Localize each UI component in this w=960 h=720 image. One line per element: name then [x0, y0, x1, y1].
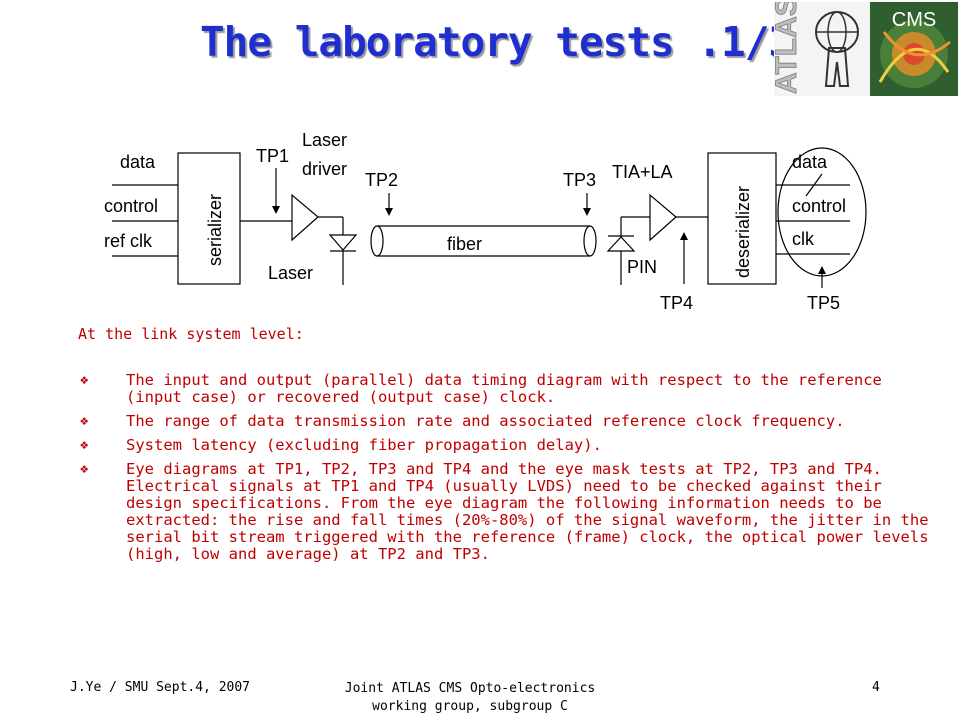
tp1-label: TP1 [256, 146, 289, 166]
output-label-control: control [792, 196, 846, 216]
atlas-logo: ATLAS [770, 0, 870, 96]
fiber-label: fiber [447, 234, 482, 254]
bullet-text: System latency (excluding fiber propagat… [126, 436, 602, 454]
input-label-control: control [104, 196, 158, 216]
list-item: ❖ The range of data transmission rate and… [78, 413, 938, 430]
footer-author-date: J.Ye / SMU Sept.4, 2007 [70, 680, 251, 695]
laser-label: Laser [268, 263, 313, 283]
fiber-cylinder [370, 225, 597, 257]
tp5-label: TP5 [807, 293, 840, 313]
footer-center-line1: Joint ATLAS CMS Opto-electronics [344, 681, 596, 696]
input-label-data: data [120, 152, 156, 172]
tp3-label: TP3 [563, 170, 596, 190]
serializer-box [177, 152, 241, 285]
list-item: ❖ System latency (excluding fiber propaga… [78, 437, 938, 454]
deserializer-label: deserializer [733, 186, 753, 278]
bullet-text: The range of data transmission rate and … [126, 412, 845, 430]
tia-la-label: TIA+LA [612, 162, 673, 182]
diamond-bullet-icon: ❖ [80, 461, 89, 477]
link-block-diagram: data control ref clk serializer TP1 Lase… [104, 130, 867, 313]
intro-text: At the link system level: [78, 325, 304, 343]
laser-driver-label-line1: Laser [302, 130, 347, 150]
footer-center-line2: working group, subgroup C [372, 699, 568, 714]
serializer-label: serializer [205, 194, 225, 266]
diamond-bullet-icon: ❖ [80, 372, 89, 388]
list-item: ❖ Eye diagrams at TP1, TP2, TP3 and TP4 a… [78, 461, 938, 563]
cms-logo-text: CMS [892, 9, 936, 31]
list-item: ❖ The input and output (parallel) data ti… [78, 372, 938, 406]
deserializer-box [707, 152, 777, 285]
laser-driver-amplifier [291, 193, 319, 242]
atlas-logo-text: ATLAS [774, 2, 803, 94]
tp4-label: TP4 [660, 293, 693, 313]
diamond-bullet-icon: ❖ [80, 437, 89, 453]
output-label-clk: clk [792, 229, 815, 249]
output-label-data: data [792, 152, 828, 172]
input-label-ref-clk: ref clk [104, 231, 153, 251]
bullet-list: ❖ The input and output (parallel) data ti… [78, 372, 938, 570]
laser-diode [328, 234, 358, 285]
cms-logo: CMS [870, 2, 958, 96]
laser-driver-label-line2: driver [302, 159, 347, 179]
tp2-label: TP2 [365, 170, 398, 190]
slide-title: The laboratory tests .1/3. [200, 18, 817, 66]
pin-photodiode [606, 217, 636, 285]
tia-la-amplifier [649, 193, 677, 242]
bullet-text: The input and output (parallel) data tim… [126, 371, 882, 406]
page-number: 4 [872, 680, 880, 695]
diamond-bullet-icon: ❖ [80, 413, 89, 429]
pin-label: PIN [627, 257, 657, 277]
footer-center: Joint ATLAS CMS Opto-electronics working… [300, 680, 640, 716]
bullet-text: Eye diagrams at TP1, TP2, TP3 and TP4 an… [126, 460, 929, 563]
